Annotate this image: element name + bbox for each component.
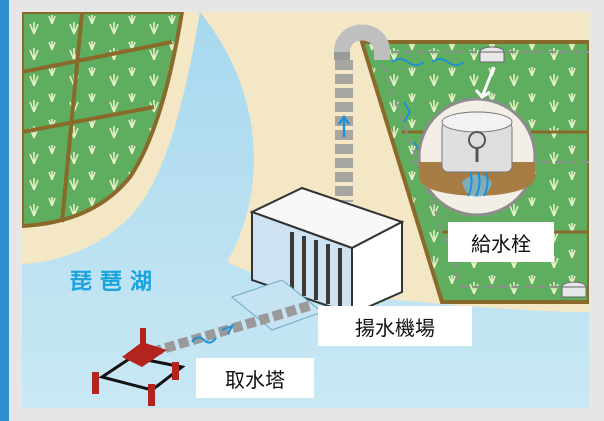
hydrant-valve-icon bbox=[417, 66, 537, 217]
lake-label: 琵琶湖 bbox=[70, 270, 161, 295]
water-flow-arrow-icon bbox=[337, 114, 351, 137]
hydrant-label: 給水栓 bbox=[448, 222, 554, 262]
intake-tower-icon bbox=[92, 328, 186, 406]
pump-station-label: 揚水機場 bbox=[318, 306, 472, 346]
intake-tower-label: 取水塔 bbox=[196, 358, 314, 398]
accent-bar bbox=[0, 0, 9, 421]
pipe-elbow-icon bbox=[334, 24, 390, 60]
irrigation-scene bbox=[22, 12, 589, 408]
